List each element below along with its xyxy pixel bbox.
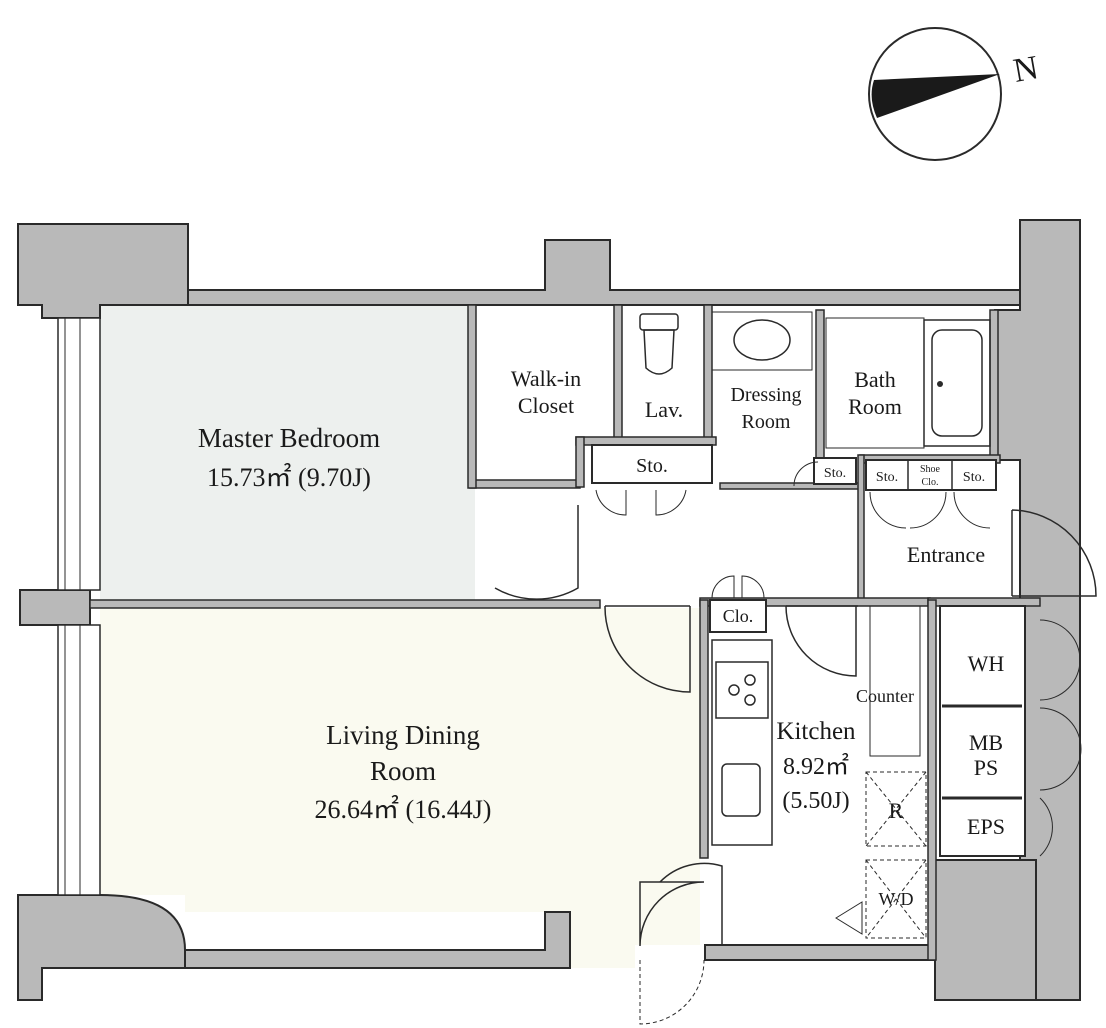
counter-column [869,605,921,757]
counter-label: Counter [856,686,914,706]
shoe-closet-line2: Clo. [922,477,939,488]
entrance-storage-row [865,459,997,491]
closet-box [709,599,767,633]
wall-lav-dressing [703,304,713,441]
wall-wic-right [467,304,477,489]
refrigerator-box [865,771,927,847]
washer-box [835,859,927,939]
mb-label: MB [969,730,1003,755]
master-bedroom-floor [100,305,475,600]
sto-entrance-left-label: Sto. [876,470,898,485]
sto-hall-label: Sto. [636,455,668,477]
sto-hall-box [591,444,713,484]
sink-icon [721,763,761,817]
eps-label: EPS [967,814,1005,839]
wall-bottom-left [17,894,186,1001]
living-room-name: Room [370,756,436,786]
wall-top-left [17,223,189,319]
wall-wic-bottom [469,479,581,489]
wall-wic-lav [613,304,623,441]
wall-entrance-left [857,454,865,606]
kitchen-name: Kitchen [776,718,856,745]
window-left [57,317,101,896]
living-dining-name: Living Dining [326,720,480,750]
dressing-room-line1: Dressing [730,384,801,406]
closet-label: Clo. [723,606,754,626]
doors [494,461,1097,1025]
wall-bath-right [989,309,999,461]
compass-icon: N [868,27,1042,161]
bath-outline [825,317,925,449]
walk-in-closet-line2: Closet [518,393,574,418]
wall-dressing-bath [815,309,825,461]
utility-column [939,605,1026,857]
wall-utility-box [927,597,1041,607]
dressing-room-line2: Room [742,411,791,433]
bath-room-line2: Room [848,394,902,419]
wall-bottom-right [704,859,1037,1001]
wall-sto-row-top [575,436,717,446]
master-bedroom-area: 15.73㎡ (9.70J) [207,463,371,492]
ps-label: PS [974,755,998,780]
bath-room-line1: Bath [854,367,896,392]
wall-top [187,239,1021,306]
water-heater-label: WH [968,651,1005,676]
washer-dryer-label: W/D [879,889,914,909]
entrance-name: Entrance [907,542,985,567]
shoe-closet-line1: Shoe [920,464,941,475]
wall-bottom [184,911,571,969]
toilet-icon [639,313,679,375]
master-bedroom-name: Master Bedroom [198,423,380,453]
living-dining-area: 26.64㎡ (16.44J) [315,795,492,824]
wall-fridge-right [927,599,937,961]
wall-bedroom-living [89,599,601,609]
living-room-floor [100,608,700,968]
wall-mid-left [19,589,91,626]
sto-dressing-label: Sto. [824,466,846,481]
washbasin-icon [711,311,813,371]
refrigerator-label: R [889,798,904,823]
walk-in-closet-line1: Walk-in [511,366,581,391]
wall-sto-left [575,436,585,488]
bathtub-icon [923,319,991,447]
kitchen-area: 8.92㎡ [783,753,849,780]
lavatory-name: Lav. [645,397,683,422]
north-label: N [1011,49,1042,90]
kitchen-counter-left [711,639,773,846]
sto-entrance-right-label: Sto. [963,470,985,485]
wall-kitchen-left [699,599,709,859]
stove-icon [715,661,769,719]
kitchen-area-j: (5.50J) [782,788,849,814]
sto-dressing-box [813,457,857,485]
